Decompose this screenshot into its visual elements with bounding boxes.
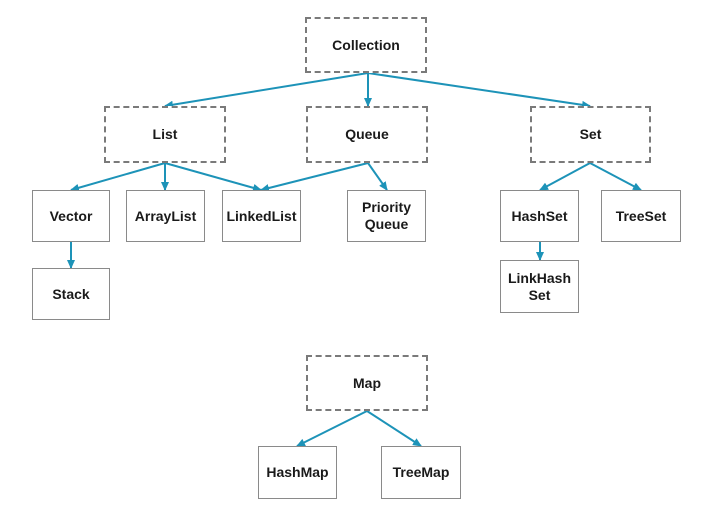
edge-list-to-linkedlist [164,162,262,192]
stack-label: Stack [52,285,90,302]
arraylist-node: ArrayList [126,190,205,242]
edge-list-to-vector [70,162,166,192]
hashset-label: HashSet [511,207,568,224]
map-node: Map [306,355,428,411]
edge-map-to-treemap [366,410,422,447]
edge-queue-to-priorityqueue [367,162,388,191]
priorityqueue-label: Priority Queue [361,199,411,232]
treemap-node: TreeMap [381,446,461,499]
map-label: Map [353,374,381,391]
set-label: Set [579,126,602,142]
queue-label: Queue [345,126,389,142]
linkedlist-label: LinkedList [226,207,297,224]
list-label: List [152,126,178,142]
treeset-label: TreeSet [615,207,667,224]
hashmap-node: HashMap [258,446,337,499]
priorityqueue-node: Priority Queue [347,190,426,242]
linkhashset-node: LinkHash Set [500,260,579,313]
edge-queue-to-linkedlist [260,162,369,192]
queue-node: Queue [306,106,428,163]
hashmap-label: HashMap [266,464,329,480]
list-node: List [104,106,226,163]
arraylist-label: ArrayList [134,207,197,224]
treeset-node: TreeSet [601,190,681,242]
edge-set-to-hashset [539,162,591,191]
set-node: Set [530,106,651,163]
hashset-node: HashSet [500,190,579,242]
collection-label: Collection [332,36,400,53]
collection-node: Collection [305,17,427,73]
stack-node: Stack [32,268,110,320]
vector-node: Vector [32,190,110,242]
linkedlist-node: LinkedList [222,190,301,242]
edge-map-to-hashmap [296,410,368,447]
edge-collection-to-set [367,72,591,109]
linkhashset-label: LinkHash Set [507,269,571,303]
edge-collection-to-list [164,72,369,109]
treemap-label: TreeMap [392,464,450,480]
edge-set-to-treeset [589,162,642,191]
vector-label: Vector [49,207,93,224]
